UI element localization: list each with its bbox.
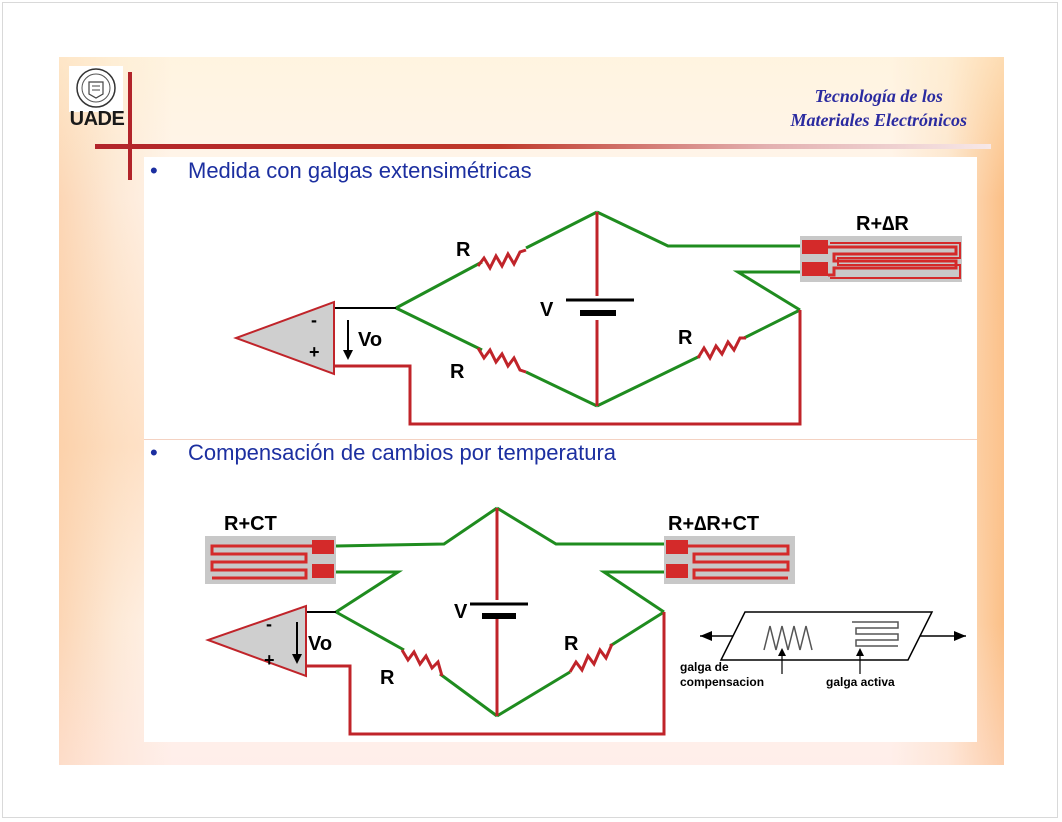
section2-label-right-gauge: R+∆R+CT — [668, 513, 759, 535]
section2-red-wires — [306, 508, 666, 736]
uade-seal-icon — [69, 66, 123, 112]
section1-opamp-minus: - — [311, 310, 317, 330]
section1-battery-icon — [566, 298, 634, 316]
section2-green-wires — [335, 506, 665, 718]
section2-label-vo: Vo — [308, 633, 332, 655]
section2-active-gauge-icon — [664, 536, 795, 584]
inset-label-compensation-1: galga de — [680, 660, 729, 674]
section1-vo-arrow-icon — [343, 320, 353, 360]
section1-bullet: • — [150, 158, 158, 183]
gauge-layout-inset — [700, 611, 966, 674]
section1-label-r-bottom-left: R — [450, 361, 465, 383]
section2-label-r-right: R — [564, 633, 579, 655]
logo-text: UADE — [69, 108, 125, 130]
section2-vo-arrow-icon — [292, 622, 302, 664]
section1-label-vo: Vo — [358, 329, 382, 351]
section2-bullet: • — [150, 440, 158, 465]
inset-label-active: galga activa — [826, 675, 895, 689]
section2-label-left-gauge: R+CT — [224, 513, 277, 535]
section1-resistor-bottom-right — [696, 336, 746, 362]
section1-red-wires — [334, 212, 802, 426]
section2-compensation-gauge-icon — [205, 536, 336, 584]
section1-title: Medida con galgas extensimétricas — [188, 158, 532, 183]
section-divider — [144, 439, 977, 440]
section1-label-r-bottom-right: R — [678, 327, 693, 349]
course-title: Tecnología de los Materiales Electrónico… — [791, 84, 968, 132]
section1-label-r-top-left: R — [456, 239, 471, 261]
course-title-line2: Materiales Electrónicos — [790, 110, 968, 130]
section1-strain-gauge-icon — [800, 236, 962, 282]
section2-title: Compensación de cambios por temperatura — [188, 440, 617, 465]
section1-resistor-bottom-left — [476, 347, 527, 374]
section1-label-v: V — [540, 299, 554, 321]
course-title-line1: Tecnología de los — [814, 86, 943, 106]
section2-resistor-right — [568, 643, 614, 673]
header-horizontal-rule — [95, 144, 991, 149]
header-vertical-rule — [128, 72, 132, 180]
section2-resistor-left — [400, 649, 444, 677]
section2-opamp-minus: - — [266, 614, 272, 634]
inset-label-compensation-2: compensacion — [680, 675, 764, 689]
section1-label-gauge: R+∆R — [856, 213, 909, 235]
section1-green-wires — [395, 210, 801, 408]
section2-label-r-left: R — [380, 667, 395, 689]
section1-opamp-plus: + — [309, 342, 320, 362]
section1-opamp-icon — [233, 300, 335, 376]
section2-battery-icon — [470, 602, 528, 619]
section2-opamp-plus: + — [264, 650, 275, 670]
section2-label-v: V — [454, 601, 468, 623]
section2-opamp-icon — [205, 604, 307, 678]
section1-resistor-top-left — [476, 248, 527, 272]
